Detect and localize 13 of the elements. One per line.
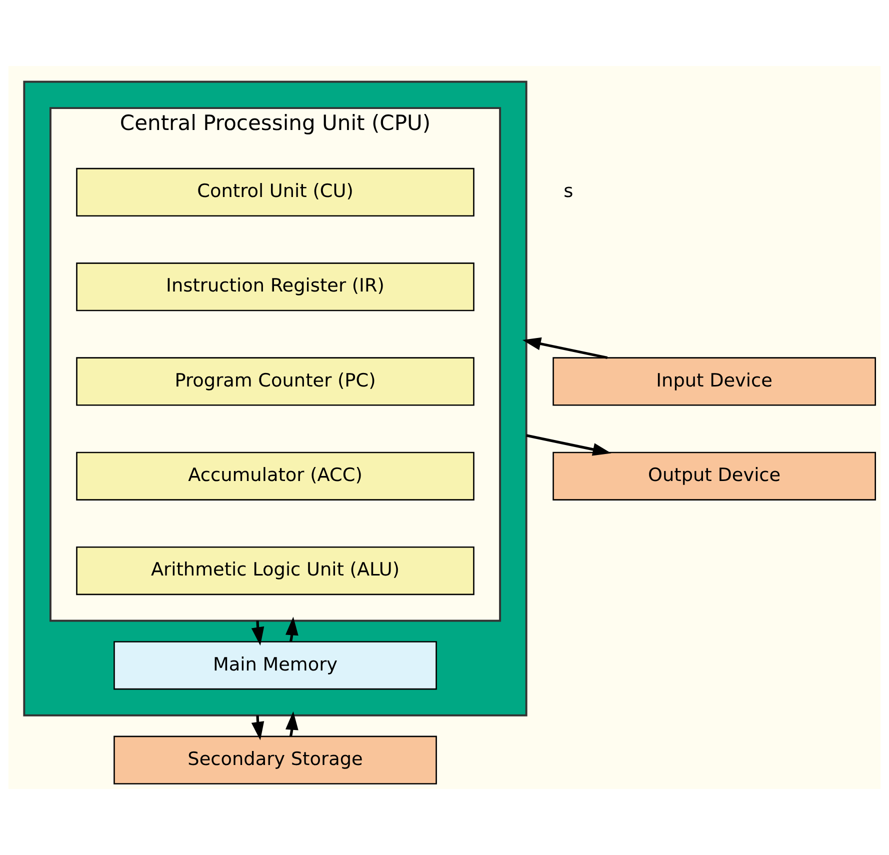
node-box: Instruction Register (IR) xyxy=(76,262,474,312)
node-box: Control Unit (CU) xyxy=(76,168,474,217)
node-box: Program Counter (PC) xyxy=(76,357,474,406)
arrow xyxy=(526,434,612,456)
arrow xyxy=(522,337,608,360)
node-box: Arithmetic Logic Unit (ALU) xyxy=(76,546,474,596)
node-box: Secondary Storage xyxy=(114,736,437,784)
label: s xyxy=(564,181,574,202)
cluster xyxy=(23,80,528,716)
node-box: Main Memory xyxy=(114,641,437,690)
node-box: Accumulator (ACC) xyxy=(76,452,474,500)
node-box: Output Device xyxy=(552,452,876,500)
node-box: Input Device xyxy=(552,357,876,406)
